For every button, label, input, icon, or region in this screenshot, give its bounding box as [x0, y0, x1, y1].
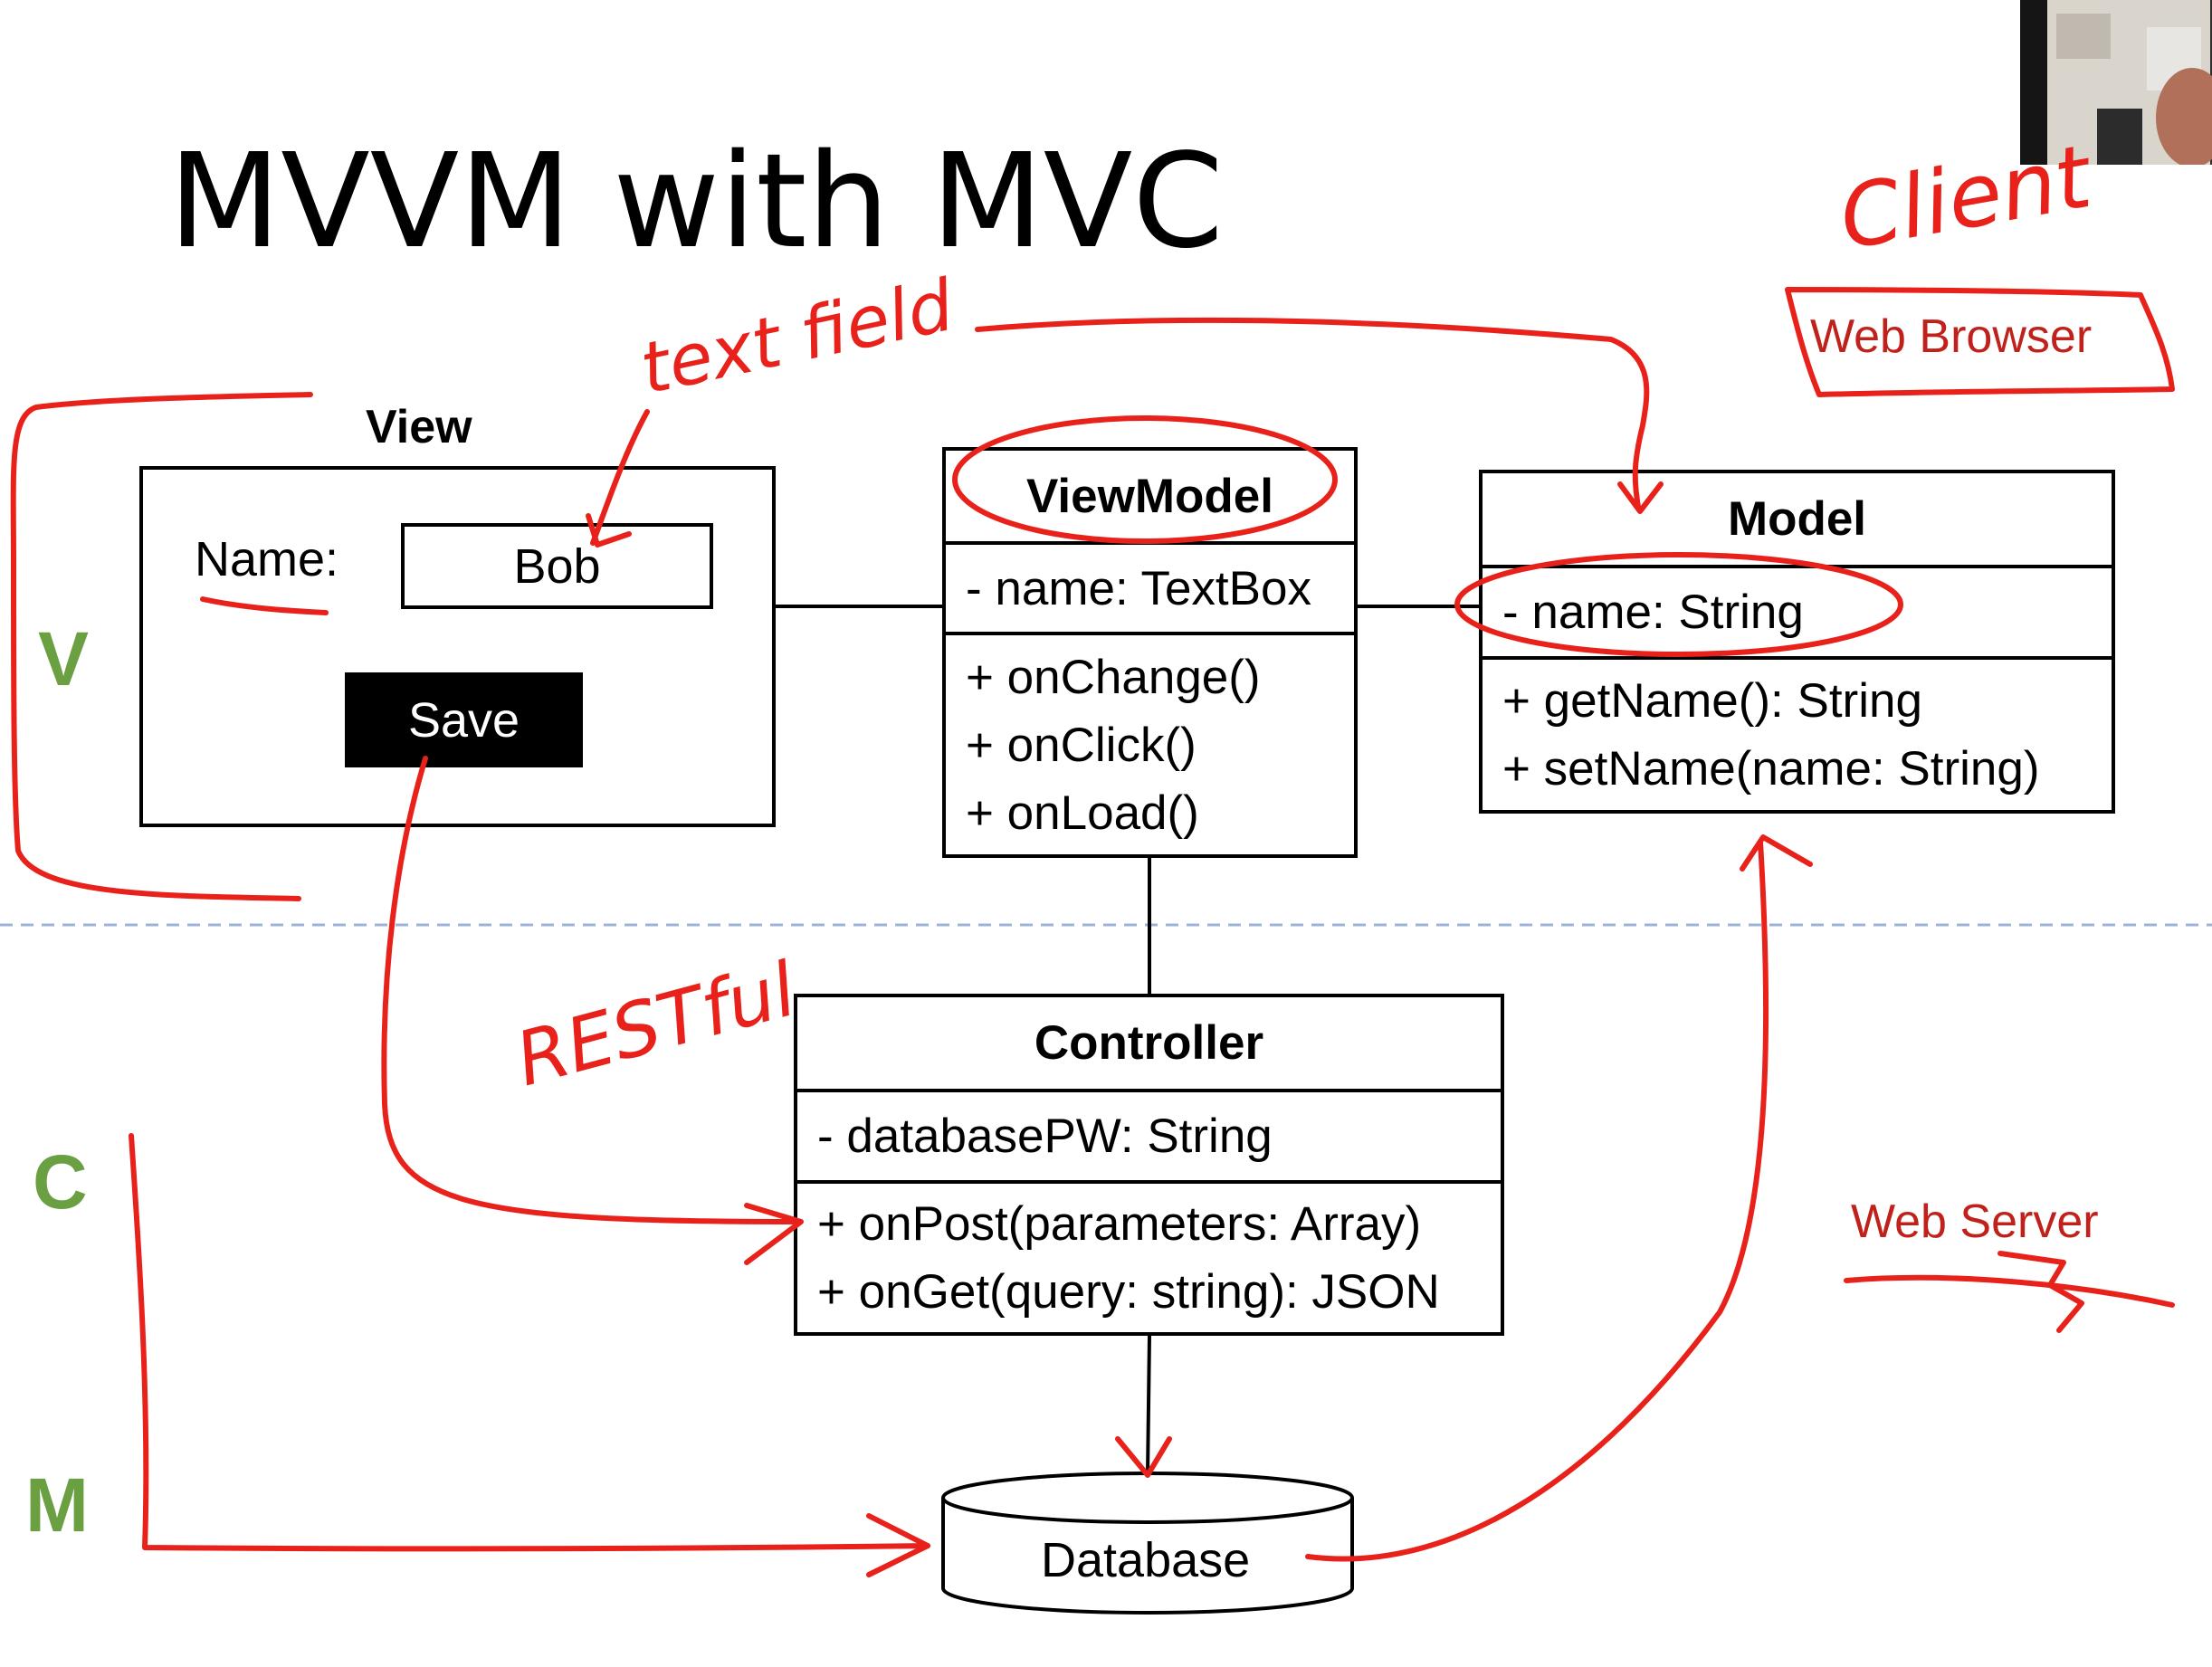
viewmodel-class-name: ViewModel — [1026, 469, 1273, 523]
controller-arrowhead — [744, 1203, 804, 1265]
controller-method: + onPost(parameters: Array) — [817, 1197, 1422, 1251]
model-method: + getName(): String — [1502, 674, 1922, 728]
view-box — [139, 466, 776, 827]
webcam-thumbnail — [2020, 0, 2212, 165]
restful-annotation: RESTful — [508, 947, 806, 1103]
c-layer-letter: C — [33, 1139, 88, 1224]
model-bottom-arrowhead — [1740, 834, 1813, 872]
model-method: + setName(name: String) — [1502, 742, 2040, 795]
web-server-label: Web Server — [1851, 1195, 2099, 1248]
viewmodel-method: + onClick() — [966, 718, 1197, 772]
textfield-arrowhead — [586, 513, 632, 548]
controller-class-box: Controller - databasePW: String + onPost… — [794, 994, 1504, 1336]
view-label: View — [366, 401, 472, 453]
database-cylinder — [941, 1472, 1354, 1615]
model-arrowhead — [1617, 481, 1664, 514]
database-arrowhead — [1115, 1436, 1172, 1478]
model-name-circle-annotation — [1454, 552, 1903, 657]
v-layer-letter: V — [38, 616, 90, 701]
database-to-model-arrow — [1305, 839, 1769, 1562]
textfield-to-model-arrow — [975, 317, 1650, 510]
web-browser-box-annotation — [1785, 287, 2175, 397]
model-class-box: Model - name: String + getName(): String… — [1479, 470, 2115, 814]
controller-method: + onGet(query: string): JSON — [817, 1265, 1440, 1319]
viewmodel-attribute: - name: TextBox — [966, 561, 1311, 615]
textfield-arrow — [590, 409, 650, 546]
viewmodel-method: + onChange() — [966, 650, 1261, 704]
web-server-underline — [1844, 1274, 2175, 1308]
text-field-annotation: text field — [634, 265, 960, 411]
viewmodel-circle-annotation — [952, 415, 1338, 544]
model-attribute: - name: String — [1502, 586, 1804, 639]
save-button[interactable]: Save — [345, 672, 583, 767]
v-bracket-annotation — [10, 392, 313, 901]
viewmodel-method: + onLoad() — [966, 786, 1199, 840]
controller-class-name: Controller — [1034, 1016, 1264, 1070]
save-button-label: Save — [407, 692, 520, 748]
database-left-arrowhead — [866, 1513, 930, 1577]
name-underline-annotation — [200, 596, 329, 615]
controller-attribute: - databasePW: String — [817, 1110, 1273, 1163]
web-browser-label: Web Browser — [1810, 310, 2093, 363]
name-field-value: Bob — [513, 538, 601, 594]
web-server-squiggle — [1997, 1251, 2084, 1333]
m-layer-letter: M — [25, 1462, 89, 1548]
database-label: Database — [1041, 1533, 1251, 1587]
model-class-name: Model — [1727, 492, 1867, 546]
save-to-controller-arrow — [381, 756, 799, 1224]
controller-database-connector — [1146, 1335, 1151, 1476]
cm-bracket-arrow — [129, 1133, 930, 1552]
name-label: Name: — [195, 532, 339, 586]
viewmodel-class-box: ViewModel - name: TextBox + onChange() +… — [942, 447, 1358, 858]
name-text-field[interactable]: Bob — [401, 523, 713, 609]
client-annotation: Client — [1833, 126, 2101, 270]
slide-title: MVVM with MVC — [168, 125, 1224, 277]
